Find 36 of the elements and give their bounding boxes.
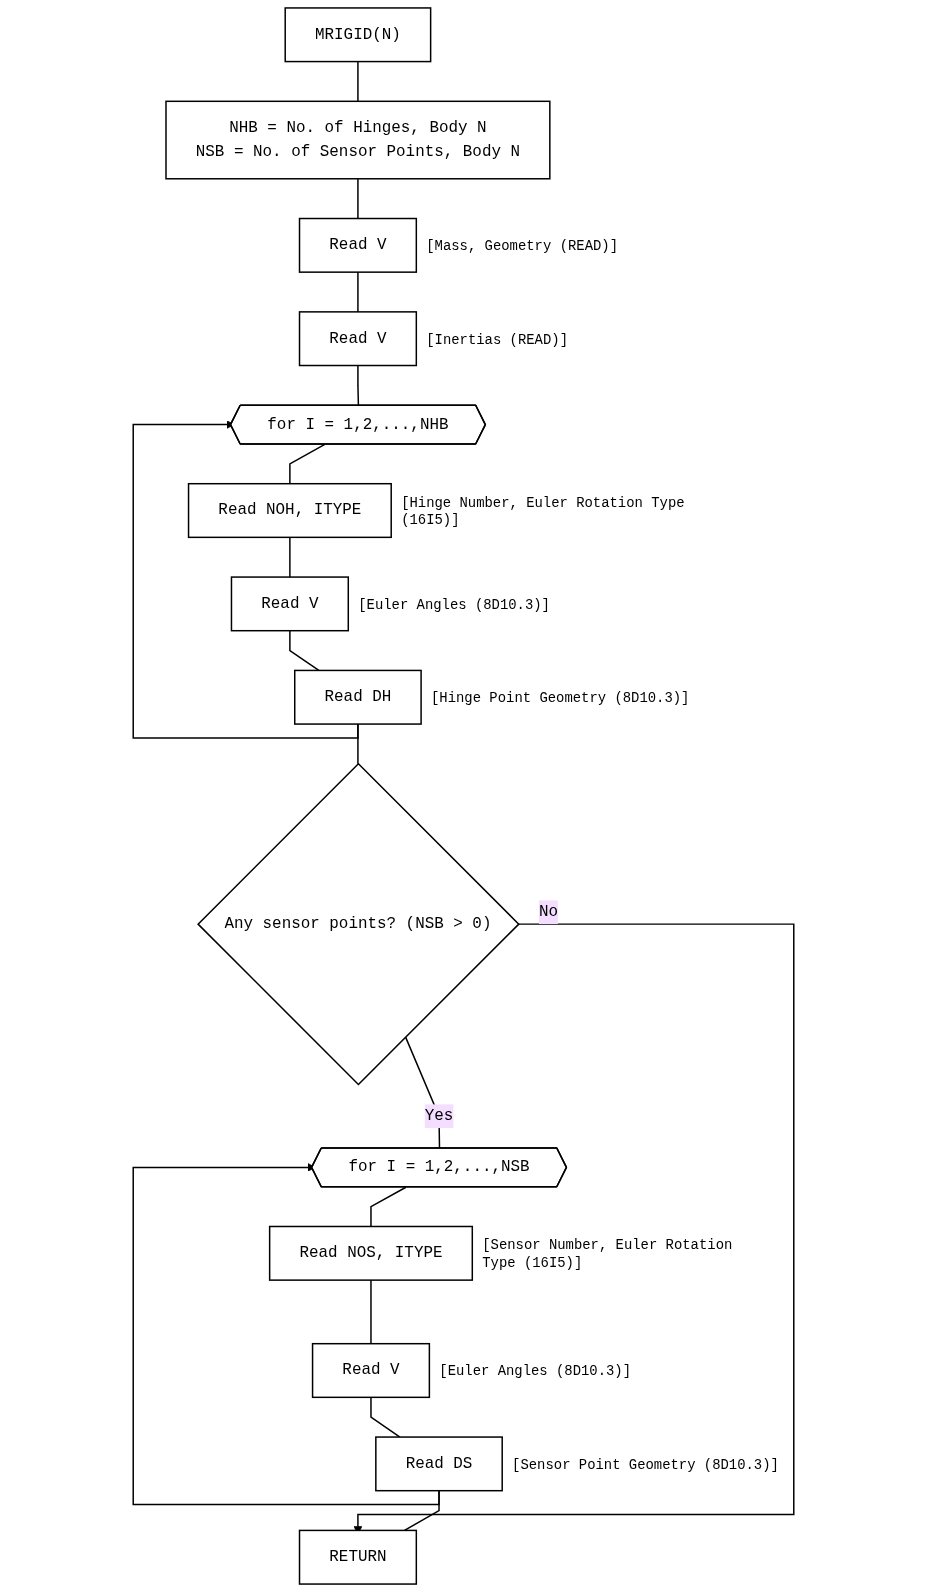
edge-label: Yes <box>424 1107 454 1126</box>
node-diamond: Any sensor points? (NSB > 0) <box>197 762 520 1086</box>
connector <box>289 629 320 672</box>
node-box: RETURN <box>298 1529 418 1585</box>
node-box: Read DH <box>294 669 422 725</box>
annotation-text: [Hinge Point Geometry (8D10.3)] <box>431 690 690 707</box>
annotation-text: [Euler Angles (8D10.3)] <box>439 1363 632 1380</box>
node-box: Read NOS, ITYPE <box>268 1225 474 1281</box>
annotation-text: [Sensor Point Geometry (8D10.3)] <box>512 1456 779 1473</box>
connector <box>370 1186 407 1228</box>
connector <box>357 178 359 220</box>
connector <box>357 60 359 103</box>
node-box: Read V <box>298 311 418 367</box>
annotation-text: [Euler Angles (8D10.3)] <box>358 596 550 613</box>
arrow <box>132 420 359 739</box>
connector <box>370 1279 372 1345</box>
node-box: MRIGID(N) <box>284 7 432 63</box>
annotation-text: [Inertias (READ)] <box>426 331 568 348</box>
annotation-text: [Hinge Number, Euler Rotation Type (16I5)] <box>401 494 685 529</box>
node-box: Read V <box>298 217 418 273</box>
connector <box>357 271 359 313</box>
annotation-text: [Sensor Number, Euler Rotation Type (16I5)] <box>482 1237 733 1272</box>
connector <box>403 1489 440 1532</box>
edge-label: No <box>539 903 559 922</box>
node-box: NHB = No. of Hinges, Body N NSB = No. of Sensor Points, Body N <box>165 100 551 180</box>
connector <box>357 364 360 407</box>
connector <box>289 443 326 485</box>
node-box: Read V <box>230 576 350 632</box>
arrow <box>132 1163 440 1506</box>
node-box: Read V <box>311 1342 431 1399</box>
node-box: Read DS <box>375 1436 503 1492</box>
annotation-text: [Mass, Geometry (READ)] <box>426 238 618 255</box>
connector <box>370 1396 401 1438</box>
connector <box>289 536 291 578</box>
node-box: Read NOH, ITYPE <box>187 482 392 539</box>
connector <box>357 723 359 765</box>
